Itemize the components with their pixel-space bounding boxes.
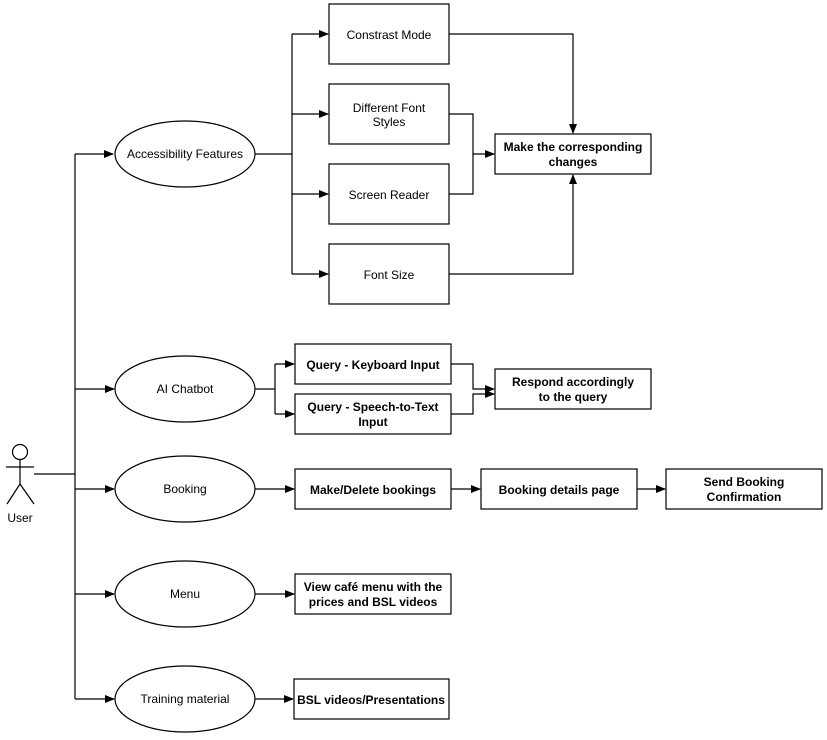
box-respond-line2: to the query <box>539 390 608 404</box>
box-bsl-videos: BSL videos/Presentations <box>293 678 450 720</box>
box-make-changes: Make the corresponding changes <box>494 133 652 175</box>
actor-connectors <box>34 150 115 703</box>
box-screen-reader-label: Screen Reader <box>349 188 430 202</box>
use-case-menu: Menu <box>114 560 256 628</box>
box-booking-confirmation-line2: Confirmation <box>707 490 782 504</box>
box-booking-confirmation: Send Booking Confirmation <box>665 468 823 510</box>
actor-left-leg <box>6 483 21 505</box>
box-font-styles-line1: Different Font <box>353 101 426 115</box>
use-case-chatbot: AI Chatbot <box>114 355 256 423</box>
box-font-size: Font Size <box>328 243 450 305</box>
box-keyboard-input-label: Query - Keyboard Input <box>306 358 439 372</box>
use-case-chatbot-label: AI Chatbot <box>157 382 214 396</box>
actor-head <box>11 443 29 461</box>
use-case-booking: Booking <box>114 455 256 523</box>
box-bsl-videos-label: BSL videos/Presentations <box>297 693 445 707</box>
actor-right-leg <box>19 483 35 505</box>
user-actor: User <box>6 443 35 525</box>
accessibility-connectors <box>255 30 577 278</box>
box-font-size-label: Font Size <box>364 268 415 282</box>
box-font-styles: Different Font Styles <box>328 83 450 145</box>
use-case-menu-label: Menu <box>170 587 200 601</box>
box-contrast-mode: Constrast Mode <box>328 3 450 65</box>
box-respond: Respond accordingly to the query <box>494 368 652 410</box>
use-case-accessibility: Accessibility Features <box>114 120 256 188</box>
box-speech-input-line1: Query - Speech-to-Text <box>307 400 438 414</box>
actor-label: User <box>7 511 32 525</box>
use-case-training-label: Training material <box>141 692 230 706</box>
box-make-changes-line1: Make the corresponding <box>504 140 643 154</box>
box-screen-reader: Screen Reader <box>328 163 450 225</box>
box-view-menu-line1: View café menu with the <box>304 580 443 594</box>
chatbot-connectors <box>255 360 495 418</box>
box-booking-details-label: Booking details page <box>499 483 620 497</box>
box-respond-line1: Respond accordingly <box>512 375 634 389</box>
box-keyboard-input: Query - Keyboard Input <box>294 343 452 385</box>
box-speech-input: Query - Speech-to-Text Input <box>294 393 452 435</box>
box-booking-details: Booking details page <box>480 468 638 510</box>
box-contrast-mode-label: Constrast Mode <box>347 28 432 42</box>
use-case-training: Training material <box>114 665 256 733</box>
box-font-styles-line2: Styles <box>373 115 406 129</box>
box-booking-confirmation-line1: Send Booking <box>704 475 785 489</box>
box-make-delete-bookings: Make/Delete bookings <box>294 468 452 510</box>
box-speech-input-line2: Input <box>358 415 387 429</box>
use-case-booking-label: Booking <box>163 482 206 496</box>
use-case-accessibility-label: Accessibility Features <box>127 147 243 161</box>
box-make-changes-line2: changes <box>549 155 598 169</box>
box-view-menu-line2: prices and BSL videos <box>309 595 438 609</box>
box-view-menu: View café menu with the prices and BSL v… <box>294 573 452 615</box>
box-make-delete-bookings-label: Make/Delete bookings <box>310 483 436 497</box>
